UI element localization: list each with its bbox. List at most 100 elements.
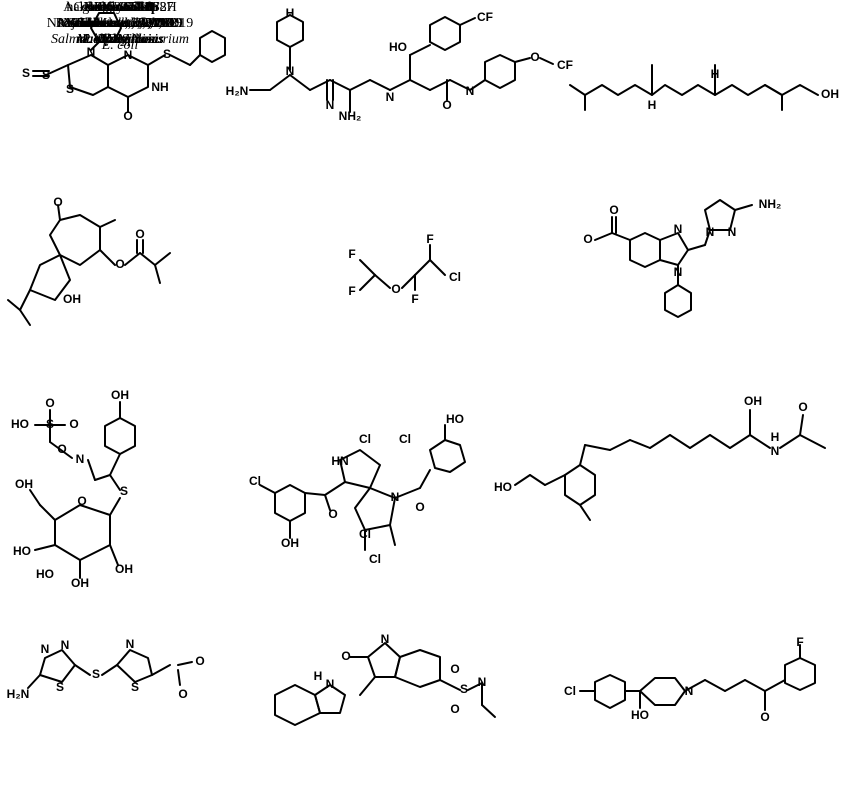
compound-name: enflurane [93, 0, 147, 15]
compound-name: haloperidol [88, 0, 152, 15]
structure-halicin: N N H₂N S S S N O O [7, 637, 205, 701]
ref-etal: et al. [113, 16, 142, 31]
structure-ou-457: H N HO CF N N O CF H₂N N NH₂ O [226, 6, 573, 123]
compound-name: BE-52211 D [84, 0, 156, 15]
ref-year: , 2021 [124, 16, 160, 31]
svg-text:S: S [22, 66, 30, 80]
ref-etal: et al. [119, 16, 148, 31]
target: MRSA [100, 32, 140, 47]
target: M. tuberculosis [76, 32, 164, 47]
compound-name: SU-6656 [94, 0, 146, 15]
svg-text:NH₂: NH₂ [339, 109, 362, 123]
svg-text:CF: CF [477, 10, 493, 24]
ref-year: , 2020 [127, 16, 163, 31]
svg-text:O: O [69, 417, 78, 431]
structure-compound-1: O O O OH [7, 195, 171, 326]
compound-number: 1p [143, 0, 159, 15]
svg-text:N: N [771, 444, 780, 458]
svg-text:N: N [126, 637, 135, 651]
svg-text:O: O [341, 649, 350, 663]
svg-text:O: O [583, 232, 592, 246]
svg-text:S: S [56, 680, 64, 694]
svg-text:N: N [478, 675, 487, 689]
ref-year: , 2018 [138, 16, 174, 31]
ref-author: Stokes [68, 16, 109, 31]
svg-text:O: O [178, 687, 187, 701]
compound-name: compound [85, 0, 148, 15]
target: Salmonella typhimurium [50, 32, 190, 47]
compound-name: AGN-PC-07NPF8H [63, 0, 177, 15]
svg-text:HN: HN [331, 454, 348, 468]
svg-text:Cl: Cl [369, 552, 381, 566]
caption-compound-1p: compound 1p Rajasekhar et al., 2021 M. t… [0, 0, 240, 48]
ref-etal: et al. [108, 16, 137, 31]
svg-text:O: O [450, 702, 459, 716]
svg-text:S: S [120, 484, 128, 498]
caption-phytol: phytol Nocedo-Mena et al., 2019 multiple… [0, 0, 240, 48]
structure-haloperidol: F Cl N HO O [564, 635, 816, 724]
svg-text:N: N [124, 48, 133, 62]
structure-su-6656: N O H N O S N O [274, 632, 496, 726]
compound-name: compound [81, 0, 144, 15]
ref-year: , 2020 [136, 16, 172, 31]
svg-text:S: S [92, 667, 100, 681]
ref-author: Mansbach [57, 16, 120, 31]
svg-text:OH: OH [71, 576, 89, 590]
ref-year: , 2019 [131, 16, 167, 31]
svg-text:O: O [530, 50, 539, 64]
svg-text:H: H [771, 430, 780, 444]
structure-glucosinalbin: OH HO S O O O N OH O S HO HO OH OH [11, 388, 136, 590]
svg-text:HO: HO [389, 40, 407, 54]
svg-text:N: N [685, 684, 694, 698]
ref-etal: et al. [130, 16, 159, 31]
ref-author: Rajasekhar [55, 16, 122, 31]
svg-text:OH: OH [115, 562, 133, 576]
svg-text:Cl: Cl [449, 270, 461, 284]
ref-author: Tian [74, 16, 103, 31]
svg-text:O: O [760, 710, 769, 724]
ref-author: Li [80, 16, 97, 31]
target: multiple strains [76, 32, 164, 47]
ref-etal: et al. [103, 16, 132, 31]
ref-author: Shi [77, 16, 100, 31]
svg-text:S: S [131, 680, 139, 694]
caption-haloperidol: haloperidol Korbee et al., 2018 Salmonel… [0, 0, 240, 48]
ref-author: Ivanenkov [57, 16, 120, 31]
svg-text:Cl: Cl [359, 432, 371, 446]
target: multiple strains [76, 32, 164, 47]
svg-text:S: S [46, 417, 54, 431]
ref-etal: et al. [99, 16, 128, 31]
ref-author: Korbee [66, 16, 111, 31]
compound-name: compound [85, 0, 148, 15]
caption-compound-9: compound 9 Ivanenkov et al., 2019 E. col… [0, 0, 240, 54]
svg-text:O: O [135, 227, 144, 241]
svg-text:N: N [326, 98, 335, 112]
svg-text:H: H [648, 98, 657, 112]
svg-text:S: S [42, 68, 50, 82]
svg-text:HO: HO [13, 544, 31, 558]
ref-etal: et al. [119, 16, 148, 31]
svg-text:S: S [460, 682, 468, 696]
svg-text:N: N [386, 90, 395, 104]
svg-text:S: S [163, 47, 171, 61]
target: multiple strains [76, 32, 164, 47]
ref-year: , 2019 [158, 16, 194, 31]
svg-text:N: N [326, 677, 335, 691]
ref-year: , 2021 [149, 16, 185, 31]
svg-text:N: N [466, 84, 475, 98]
svg-text:N: N [674, 222, 683, 236]
svg-text:O: O [45, 396, 54, 410]
svg-text:O: O [609, 203, 618, 217]
ref-etal: et al. [110, 16, 139, 31]
svg-text:NH: NH [151, 80, 168, 94]
svg-text:F: F [348, 284, 355, 298]
svg-text:O: O [415, 500, 424, 514]
svg-text:HO: HO [11, 417, 29, 431]
svg-text:Cl: Cl [399, 432, 411, 446]
svg-text:H: H [314, 669, 323, 683]
ref-year: , 2019 [147, 16, 183, 31]
svg-text:OH: OH [63, 292, 81, 306]
ref-author: Dias [73, 16, 104, 31]
svg-text:N: N [41, 642, 50, 656]
structure-enflurane: F F F O F Cl [348, 232, 461, 306]
